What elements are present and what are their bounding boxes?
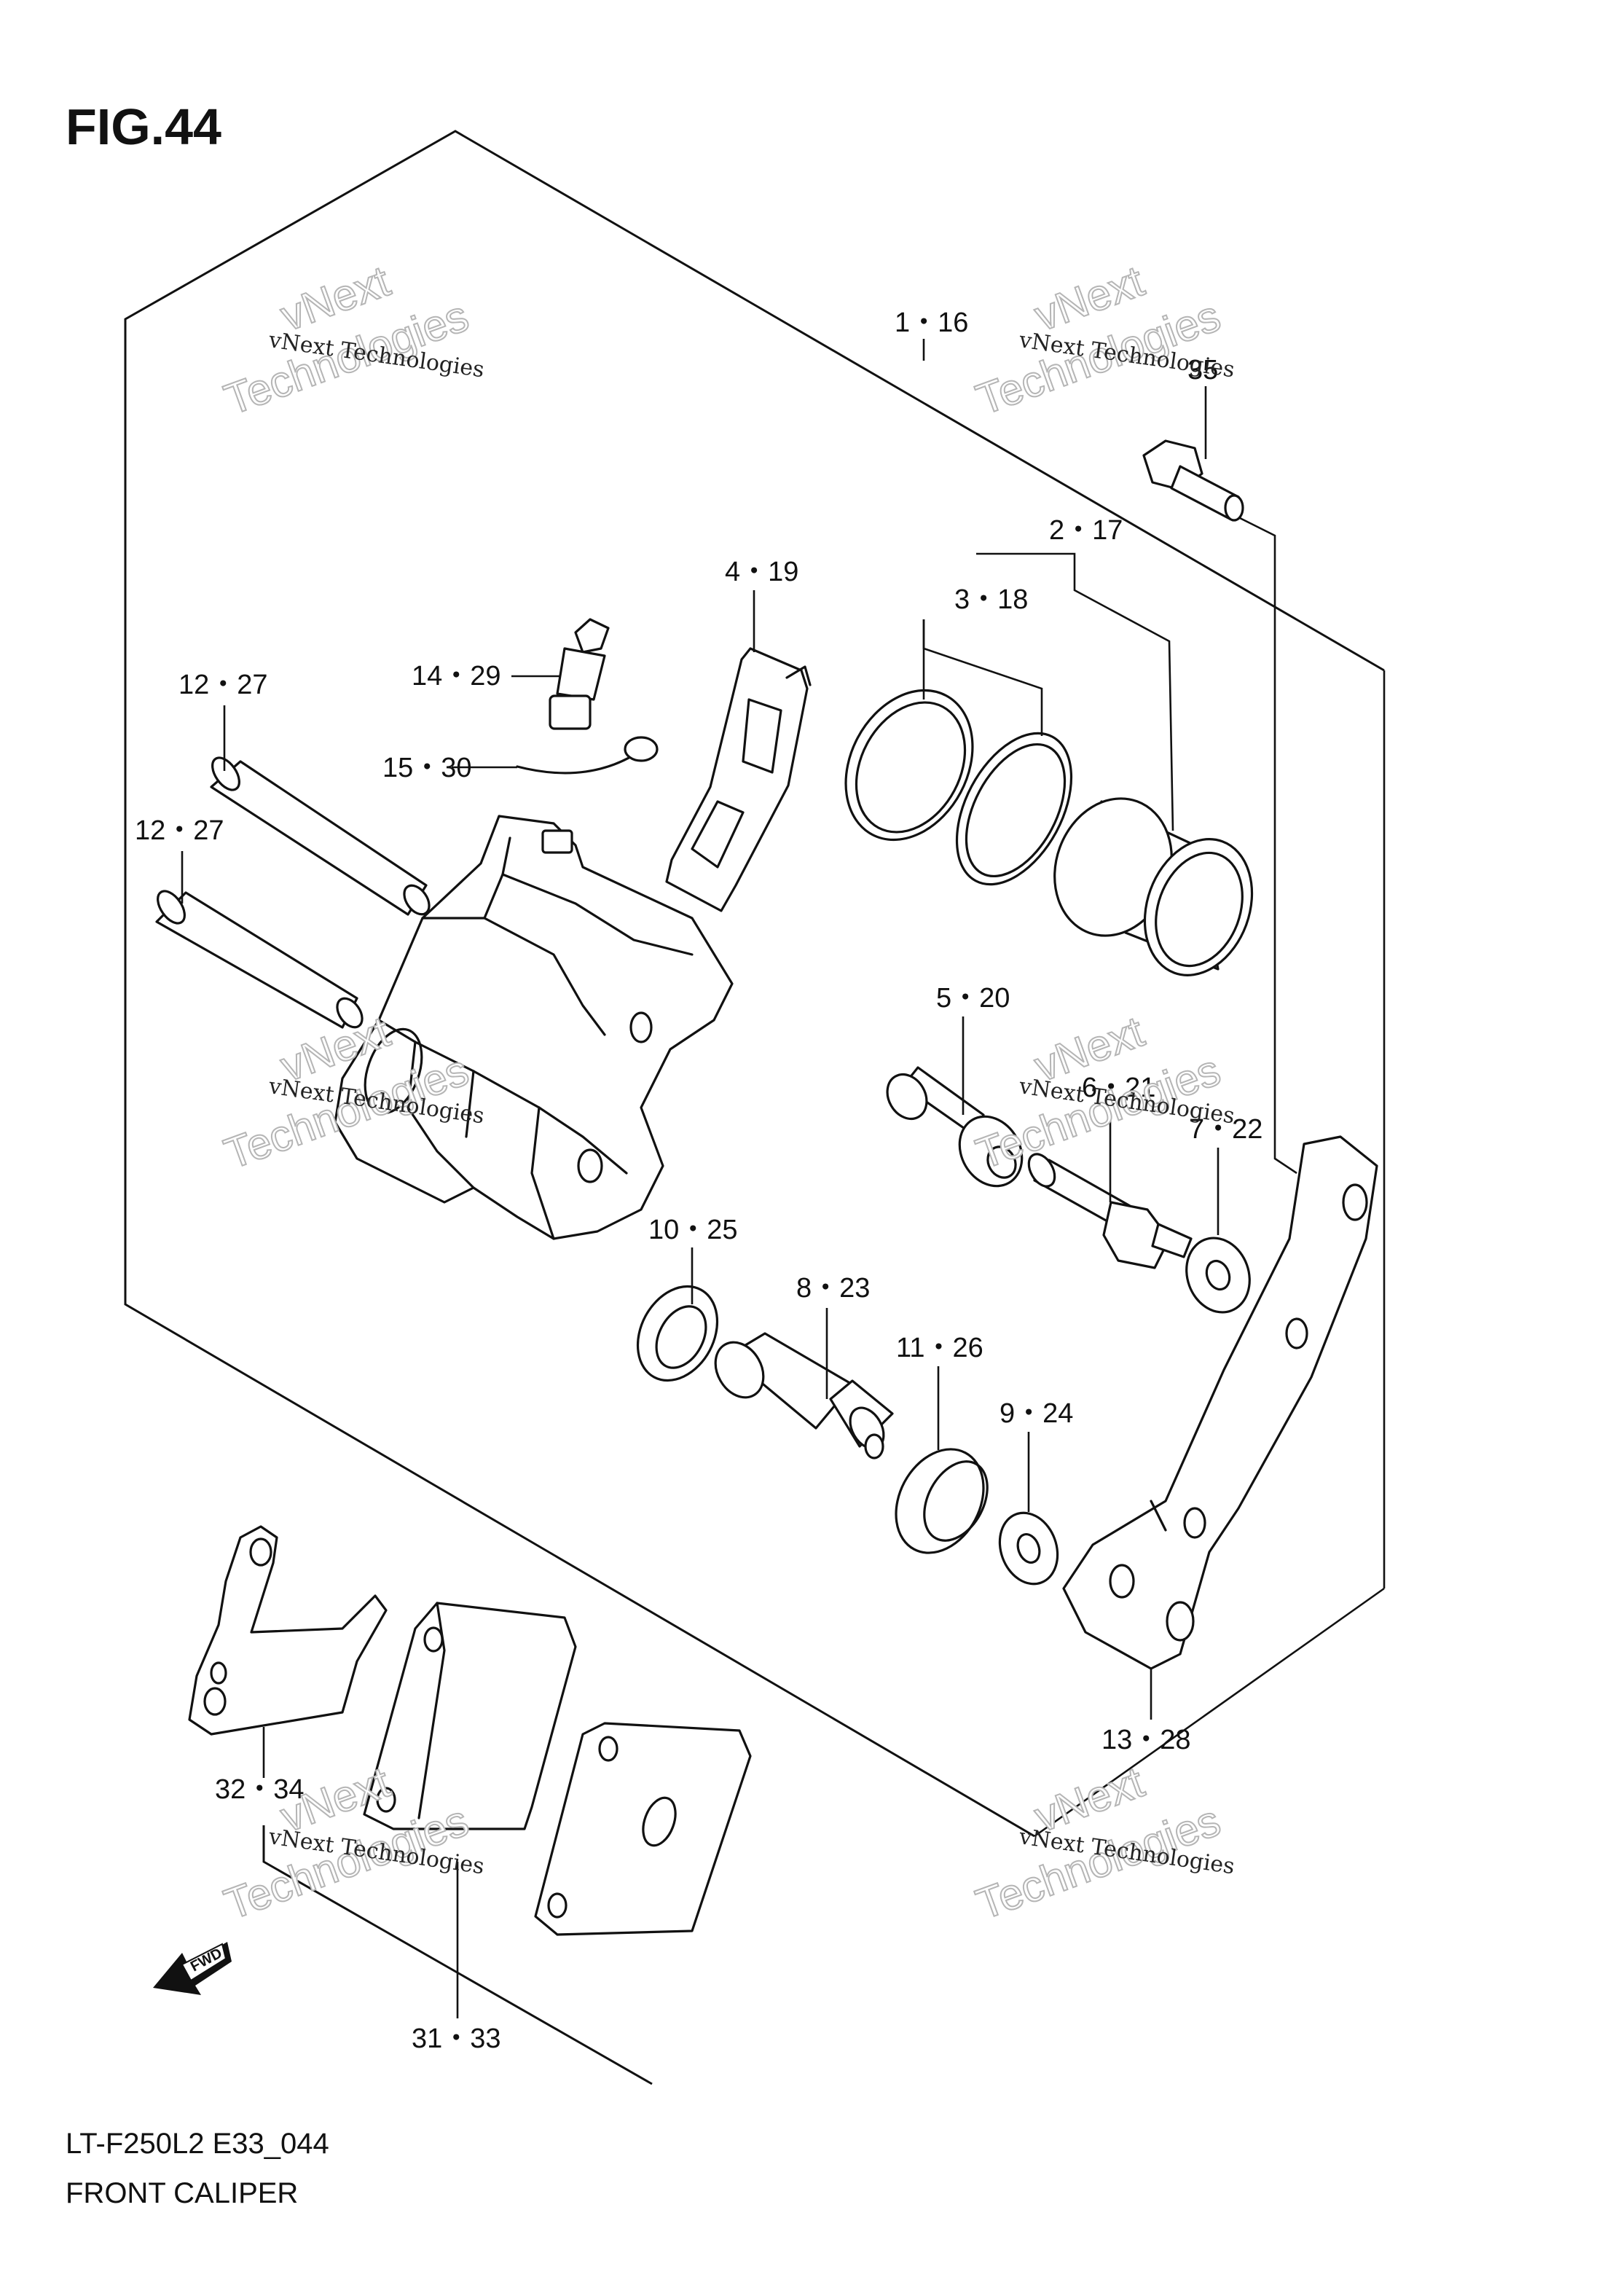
- callout-31-33: 31・33: [412, 2023, 501, 2054]
- bolt-35-shape: [1142, 439, 1244, 522]
- bolt-6-shape: [1027, 1153, 1193, 1269]
- caliper-bracket-13-shape: [1062, 1135, 1378, 1670]
- assembly-frame: [124, 130, 1385, 1838]
- pad-shim-32-shape: [188, 1525, 388, 1736]
- figure-title: FIG.44: [66, 98, 221, 155]
- callout-2-17: 2・17: [1049, 515, 1123, 546]
- slide-pin-5-shape: [886, 1066, 1024, 1188]
- callout-35: 35: [1187, 355, 1218, 385]
- callout-6-21: 6・21: [1082, 1073, 1155, 1103]
- diagram-code: LT-F250L2 E33_044: [66, 2128, 329, 2160]
- diagram-title: FRONT CALIPER: [66, 2177, 298, 2209]
- callout-32-34: 32・34: [215, 1774, 305, 1805]
- piston-2-shape: [1053, 797, 1254, 976]
- boot-11-shape: [895, 1448, 989, 1554]
- washer-9-shape: [998, 1511, 1059, 1586]
- callout-5-20: 5・20: [936, 983, 1010, 1014]
- pad-group-bracket: [262, 1825, 653, 2085]
- clip-15-shape: [516, 736, 659, 775]
- fwd-arrow-icon: FWD: [153, 1942, 232, 1995]
- leader-lines: [181, 339, 1297, 2018]
- callout-9-24: 9・24: [1000, 1398, 1073, 1429]
- boot-10-shape: [636, 1285, 719, 1382]
- piston-seal-3-shape: [844, 689, 974, 842]
- callout-12-27-lower: 12・27: [135, 815, 224, 846]
- callout-13-28: 13・28: [1101, 1725, 1191, 1755]
- watermark-top-left: vNext Technologies vNext Technologies: [218, 256, 486, 426]
- callout-11-26: 11・26: [896, 1333, 983, 1363]
- watermark-top-right: vNext Technologies vNext Technologies: [970, 256, 1236, 426]
- dust-seal-3-shape: [955, 732, 1073, 886]
- sleeve-pin-8-shape: [714, 1332, 894, 1460]
- callout-7-22: 7・22: [1189, 1114, 1262, 1145]
- brake-pad-31-rear-shape: [363, 1602, 577, 1830]
- callout-14-29: 14・29: [412, 661, 501, 691]
- washer-7-shape: [1185, 1237, 1251, 1314]
- callout-1-16: 1・16: [895, 307, 968, 338]
- callout-labels: 1・16 35 2・17 3・18 4・19 14・29 12・27 15・30…: [135, 307, 1262, 2054]
- assembly-frame-bottom: [1034, 1587, 1385, 1838]
- caliper-pin-12-upper-shape: [210, 756, 431, 916]
- callout-12-27-upper: 12・27: [178, 670, 268, 700]
- watermark-mid-right: vNext Technologies vNext Technologies: [970, 1006, 1236, 1180]
- callout-15-30: 15・30: [382, 753, 472, 783]
- caliper-pin-12-lower-shape: [155, 890, 364, 1029]
- callout-8-23: 8・23: [796, 1273, 870, 1304]
- brake-pad-31-front-shape: [534, 1722, 752, 1936]
- callout-3-18: 3・18: [954, 584, 1028, 615]
- callout-10-25: 10・25: [648, 1215, 738, 1245]
- caliper-body-shape: [334, 815, 734, 1240]
- pad-spring-4-shape: [665, 647, 812, 912]
- watermark-bottom-right: vNext Technologies vNext Technologies: [970, 1757, 1236, 1930]
- callout-4-19: 4・19: [725, 557, 798, 587]
- bleeder-14-shape: [549, 618, 610, 730]
